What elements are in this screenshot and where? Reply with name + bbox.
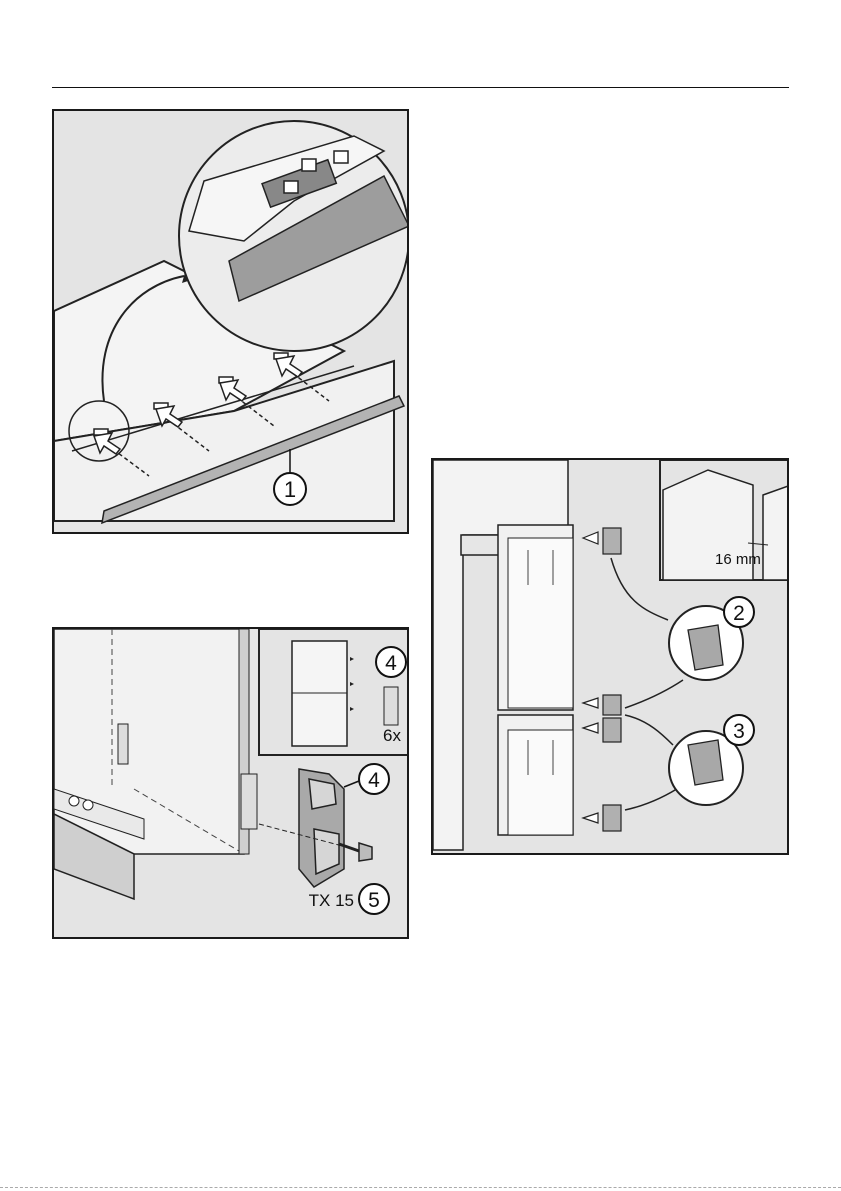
page-bottom-edge	[0, 1187, 841, 1188]
tool-label: TX 15	[309, 891, 354, 910]
trim-strip-illustration: 1	[54, 111, 409, 534]
figure-trim-strip: 1	[52, 109, 409, 534]
door-bracket-illustration: 16 mm 2 3	[433, 460, 789, 855]
hinge-bracket-illustration: 4 6x 4 TX 15 5	[54, 629, 409, 939]
callout-5-label: 5	[368, 889, 380, 912]
figure-hinge-brackets: 4 6x 4 TX 15 5	[52, 627, 409, 939]
callout-1-label: 1	[284, 477, 296, 502]
callout-4-label: 4	[368, 769, 380, 792]
gap-label: 16 mm	[715, 551, 761, 568]
figure-door-brackets: 16 mm 2 3	[431, 458, 789, 855]
bracket-4	[299, 769, 344, 887]
quantity-label: 6x	[383, 726, 401, 745]
callout-4-inset-label: 4	[385, 652, 397, 675]
callout-3-label: 3	[733, 720, 745, 743]
header-rule	[52, 87, 789, 88]
callout-2-label: 2	[733, 602, 745, 625]
